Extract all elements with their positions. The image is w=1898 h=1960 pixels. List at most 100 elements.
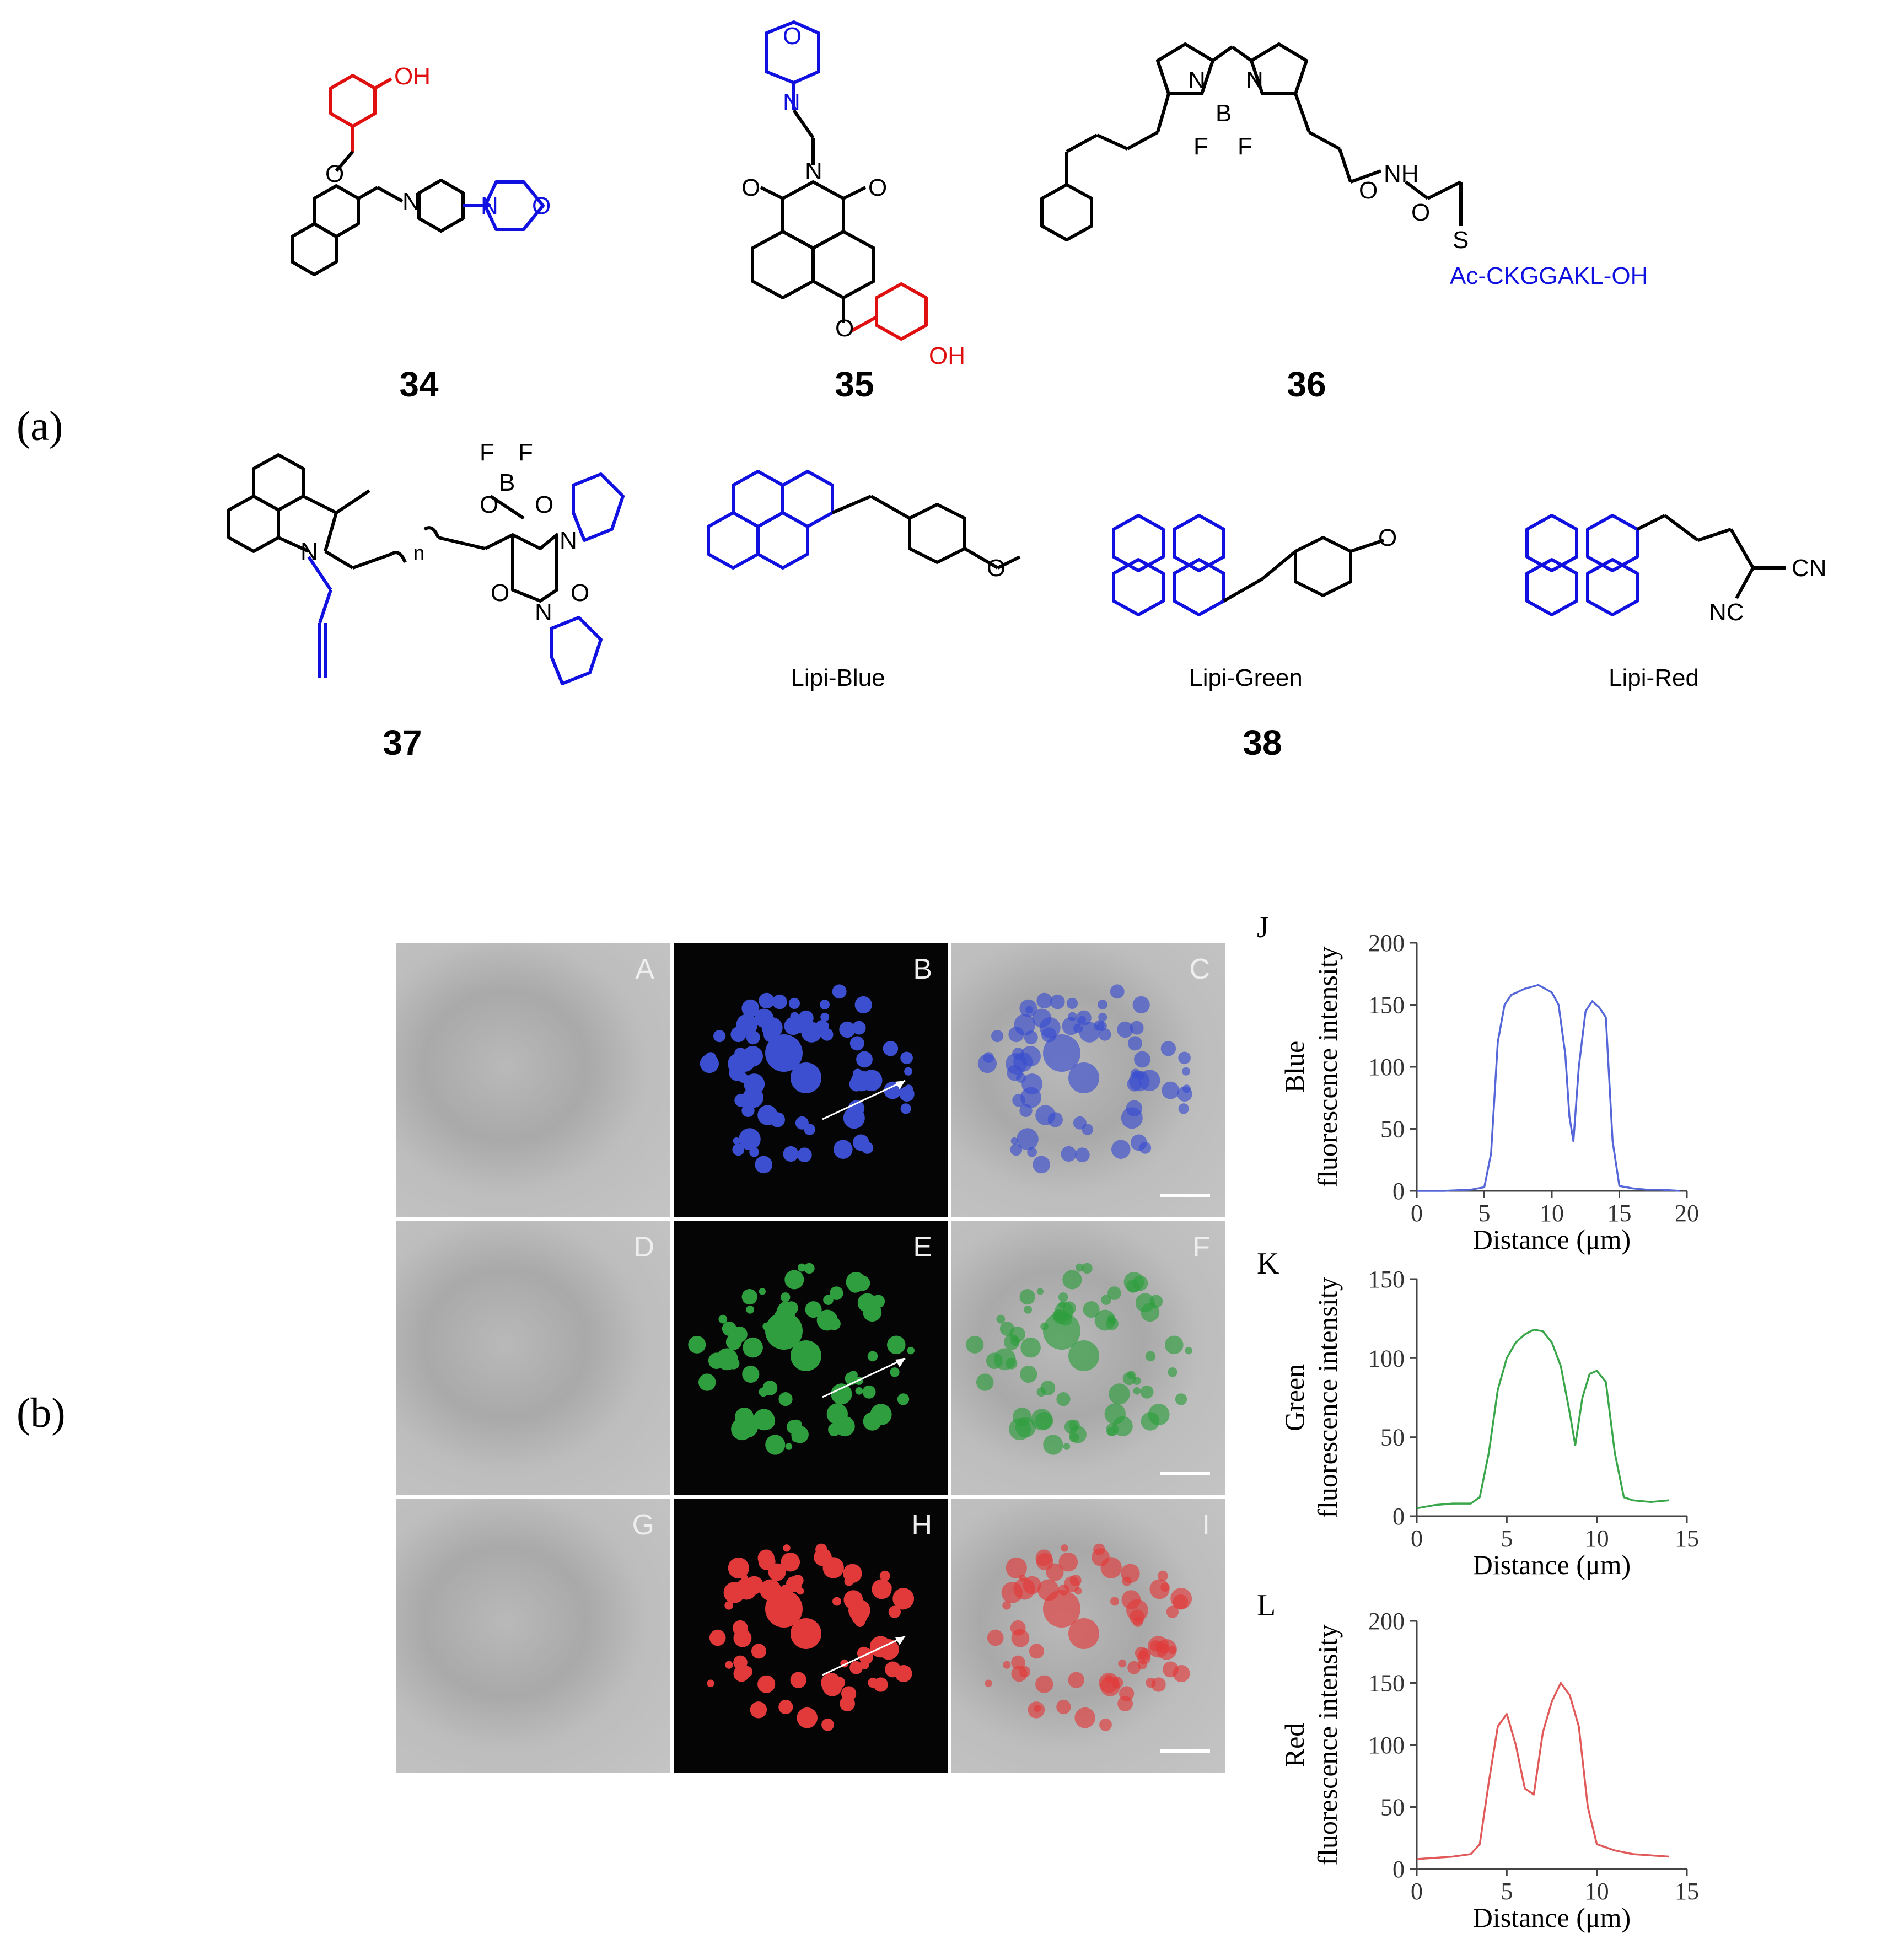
lipi-blue-label: Lipi-Blue [791,664,885,691]
micrograph-B-blue: B [674,943,948,1217]
atom-o-37d: O [571,579,589,606]
lipid-droplet [905,1084,913,1093]
lipid-droplet [1099,1718,1112,1731]
lipid-droplet [1063,1443,1071,1450]
peptide-label: Ac-CKGGAKL-OH [1450,262,1648,289]
lipid-droplet [746,1305,755,1314]
lipid-droplet [1074,1587,1082,1595]
y-tick-label: 0 [1392,1178,1405,1205]
lipid-droplet [1029,1644,1044,1659]
atom-o-ether35: O [835,315,854,342]
y-tick-label: 0 [1392,1503,1405,1530]
lipid-droplet [1178,1103,1189,1114]
y-tick-label: 100 [1368,1345,1405,1372]
atom-nh: NH [1384,160,1419,187]
lipid-droplet [713,1030,726,1043]
y-tick-label: 100 [1368,1732,1405,1759]
lipid-droplet [827,1674,835,1683]
lipid-droplet [1006,1357,1018,1370]
x-tick-label: 15 [1675,1878,1699,1905]
scale-bar [1160,1194,1210,1197]
micrograph-I-merge: I [951,1499,1225,1773]
lipid-droplet [1074,1707,1095,1728]
atom-f-37b: F [518,439,533,466]
lipid-droplet [1036,992,1052,1009]
lipid-droplet [1175,1393,1187,1405]
lipid-droplet [1123,1272,1144,1292]
lipid-droplet [759,992,775,1009]
lipid-droplet [784,1017,803,1035]
lipid-droplet [1146,1677,1156,1688]
lipid-droplet [1050,994,1065,1009]
atom-n-morph35: N [783,89,800,116]
lipid-droplet [731,1418,754,1441]
lipid-droplet [718,1314,728,1324]
lipid-droplet-large [1068,1618,1099,1649]
y-axis-label-line1: Blue [1279,1041,1310,1093]
lipid-droplet [996,1314,1006,1324]
lipid-droplet [1133,1387,1141,1395]
lipid-droplet [749,1147,759,1157]
phenol-ring-34 [329,74,392,152]
lipid-droplet [759,1288,766,1295]
lipid-droplet [1011,1655,1025,1670]
lipid-droplet [790,1672,806,1688]
y-tick-label: 50 [1380,1794,1405,1821]
lipid-droplet-large [765,1312,803,1350]
lipid-droplet [883,1582,892,1592]
lipid-droplet [862,1385,876,1399]
lipid-droplet [820,1028,834,1041]
structure-34: OH O N N O [291,63,551,276]
lipid-droplet [1163,1661,1179,1678]
lipid-droplet [1040,1381,1056,1395]
x-tick-label: 10 [1585,1525,1609,1552]
lipid-droplet [822,1676,842,1696]
arrow-head [895,1636,905,1645]
lipid-droplet [1170,1588,1192,1609]
lipid-droplet [890,1367,900,1377]
arrow-head [895,1081,905,1089]
y-tick-label: 0 [1392,1856,1405,1883]
x-tick-label: 5 [1501,1525,1513,1552]
lipid-droplet [725,1334,742,1350]
structure-lipi-green: O [1112,514,1397,616]
lipid-droplet [1134,1051,1150,1068]
lipid-droplet [800,1016,809,1024]
line-profile-arrow [822,1357,906,1398]
lipid-droplet [1017,1128,1039,1151]
lipid-droplet [1105,1674,1113,1683]
lipid-droplet [820,1000,830,1010]
atom-o-morph: O [532,192,551,219]
lipid-droplet [797,1147,812,1162]
lipid-droplet [1130,1021,1144,1035]
lipid-droplet [688,1335,706,1354]
lipid-droplet [976,1373,994,1391]
lipid-droplet [739,1128,761,1151]
atom-o-carbonyl2: O [868,174,887,201]
lipid-droplet [1132,996,1150,1014]
lipid-droplet [855,1387,863,1395]
micrograph-label-A: A [635,953,654,985]
lipid-droplet [778,1699,793,1715]
lipid-droplet [804,1263,815,1274]
lipid-droplet [907,1346,915,1355]
lipid-droplet [797,1587,804,1595]
lipid-droplet [1056,1392,1071,1406]
lipid-droplet [1010,1143,1023,1156]
lipid-droplet [1110,1597,1119,1606]
micrograph-E-green: E [674,1221,948,1495]
lipid-droplet [1122,1576,1132,1586]
structure-lipi-red: CN NC [1525,514,1827,626]
atom-n-imide: N [805,158,822,185]
lipid-droplet [868,1677,878,1688]
lipid-droplet [856,1051,873,1068]
lipid-droplet [1168,1646,1176,1655]
lipid-droplet-large [765,1590,803,1628]
atom-n: N [402,188,420,215]
atom-o: O [325,160,344,187]
x-tick-label: 0 [1411,1878,1423,1905]
lipid-droplet-large [1068,1062,1099,1093]
cyclohexyl-top [572,472,625,542]
lipid-droplet [743,1337,763,1358]
lipid-droplet [1166,1605,1179,1618]
